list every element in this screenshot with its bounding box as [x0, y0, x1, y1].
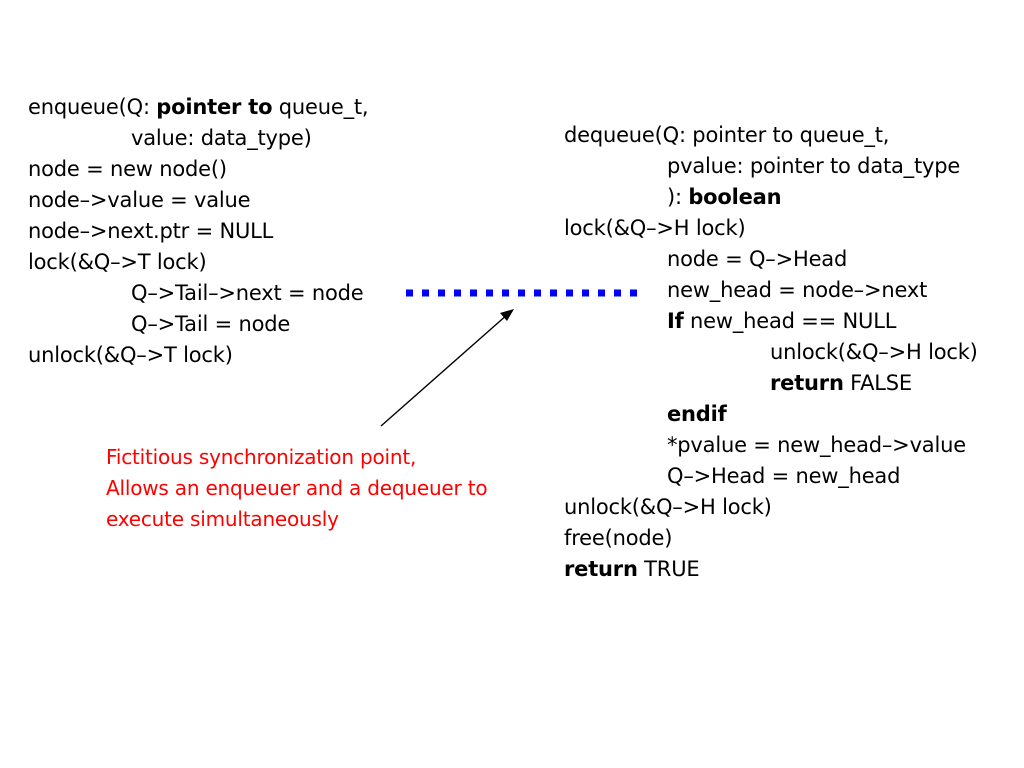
dequeue-line: return TRUE: [564, 554, 978, 585]
code-text: node–>value = value: [28, 188, 251, 212]
code-text: enqueue(Q:: [28, 95, 157, 119]
dequeue-line: free(node): [564, 523, 978, 554]
dequeue-line: unlock(&Q–>H lock): [564, 492, 978, 523]
code-text: new_head = node–>next: [667, 278, 928, 302]
code-text: value: data_type): [131, 126, 312, 150]
code-text: lock(&Q–>H lock): [564, 216, 746, 240]
dequeue-line: lock(&Q–>H lock): [564, 213, 978, 244]
dequeue-line: If new_head == NULL: [564, 306, 978, 337]
code-text: unlock(&Q–>T lock): [28, 343, 233, 367]
keyword: endif: [667, 402, 727, 426]
enqueue-line: lock(&Q–>T lock): [28, 247, 368, 278]
enqueue-line: node = new node(): [28, 154, 368, 185]
keyword: return: [564, 557, 638, 581]
code-text: unlock(&Q–>H lock): [770, 340, 978, 364]
code-text: FALSE: [843, 371, 912, 395]
enqueue-line: node–>value = value: [28, 185, 368, 216]
code-text: Q–>Head = new_head: [667, 464, 901, 488]
code-text: *pvalue = new_head–>value: [667, 433, 966, 457]
annotation-line: execute simultaneously: [106, 507, 339, 531]
dequeue-line: return FALSE: [564, 368, 978, 399]
annotation-arrow-shaft: [380, 313, 509, 427]
code-text: new_head == NULL: [683, 309, 897, 333]
dequeue-code-block: dequeue(Q: pointer to queue_t, pvalue: po…: [564, 120, 978, 585]
dequeue-line: new_head = node–>next: [564, 275, 978, 306]
enqueue-code-block: enqueue(Q: pointer to queue_t, value: dat…: [28, 92, 369, 371]
dequeue-line: dequeue(Q: pointer to queue_t,: [564, 120, 978, 151]
keyword: If: [667, 309, 684, 333]
enqueue-line: Q–>Tail–>next = node: [28, 278, 368, 309]
enqueue-line: unlock(&Q–>T lock): [28, 340, 368, 371]
code-text: free(node): [564, 526, 673, 550]
sync-point-annotation: Fictitious synchronization point, Allows …: [106, 442, 488, 535]
enqueue-line: node–>next.ptr = NULL: [28, 216, 368, 247]
code-text: queue_t,: [272, 95, 369, 119]
annotation-arrow-head: [500, 309, 514, 321]
code-text: pvalue: pointer to data_type: [667, 154, 961, 178]
code-text: lock(&Q–>T lock): [28, 250, 207, 274]
enqueue-line: Q–>Tail = node: [28, 309, 368, 340]
code-text: node = new node(): [28, 157, 227, 181]
keyword: boolean: [688, 185, 782, 209]
keyword: pointer to: [156, 95, 273, 119]
code-text: Q–>Tail–>next = node: [131, 281, 364, 305]
dequeue-line: ): boolean: [564, 182, 978, 213]
code-text: unlock(&Q–>H lock): [564, 495, 772, 519]
dequeue-line: Q–>Head = new_head: [564, 461, 978, 492]
code-text: TRUE: [637, 557, 700, 581]
dequeue-line: pvalue: pointer to data_type: [564, 151, 978, 182]
code-text: ):: [667, 185, 689, 209]
dequeue-line: unlock(&Q–>H lock): [564, 337, 978, 368]
keyword: return: [770, 371, 844, 395]
enqueue-line: enqueue(Q: pointer to queue_t,: [28, 92, 369, 123]
code-text: node = Q–>Head: [667, 247, 848, 271]
code-text: dequeue(Q: pointer to queue_t,: [564, 123, 890, 147]
annotation-line: Allows an enqueuer and a dequeuer to: [106, 476, 488, 500]
dequeue-line: *pvalue = new_head–>value: [564, 430, 978, 461]
annotation-line: Fictitious synchronization point,: [106, 445, 417, 469]
code-text: node–>next.ptr = NULL: [28, 219, 274, 243]
dequeue-line: endif: [564, 399, 978, 430]
dequeue-line: node = Q–>Head: [564, 244, 978, 275]
enqueue-line: value: data_type): [28, 123, 368, 154]
code-text: Q–>Tail = node: [131, 312, 291, 336]
